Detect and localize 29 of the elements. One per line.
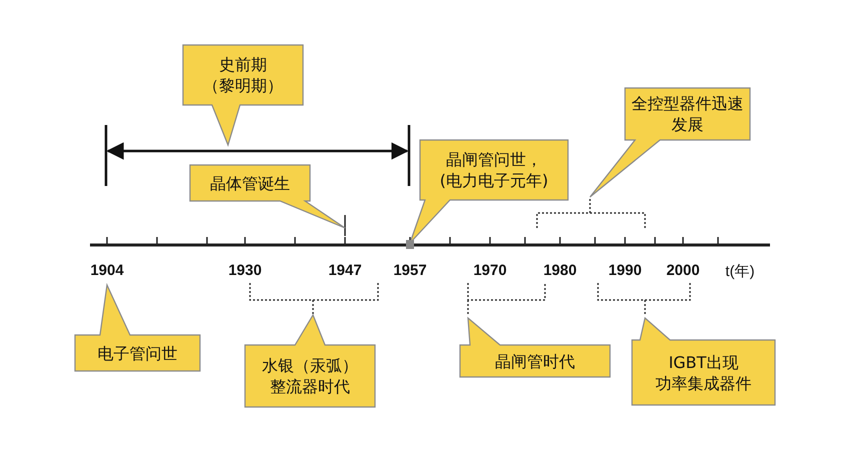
year-label: 1904 — [90, 262, 124, 279]
callout-text: 全控型器件迅速发展 — [630, 93, 744, 135]
callout-bubble — [245, 315, 375, 407]
callout-text: IGBT出现 — [668, 352, 740, 372]
callout-text: 史前期 — [218, 54, 268, 75]
callout-bubble — [590, 88, 750, 197]
callout-bubble — [460, 318, 610, 377]
year-label: 1970 — [473, 262, 507, 279]
callout-text: 晶闸管问世， — [445, 149, 543, 170]
callout-bubble — [410, 140, 568, 243]
year-label: 1947 — [328, 262, 362, 279]
callout-bubble — [190, 165, 345, 228]
year-label: 2000 — [666, 262, 700, 279]
callout-text: （黎明期） — [202, 75, 284, 96]
callout-text: 晶闸管时代 — [494, 350, 576, 372]
callout-text: 功率集成器件 — [654, 372, 752, 394]
callout-bubble — [632, 318, 775, 405]
callout-text: 电子管问世 — [96, 342, 178, 364]
callout-bubble — [75, 285, 200, 371]
year-label: 1980 — [543, 262, 577, 279]
callout-text: 整流器时代 — [269, 376, 351, 397]
callout-text: 水银（汞弧） — [261, 355, 359, 376]
year-label: 1930 — [228, 262, 262, 279]
callout-text: 晶体管诞生 — [209, 172, 291, 194]
callout-text: (电力电子元年) — [438, 170, 550, 191]
callout-bubble — [183, 45, 303, 145]
axis-label: t(年) — [725, 262, 755, 281]
year-label: 1990 — [608, 262, 642, 279]
year-label: 1957 — [393, 262, 427, 279]
